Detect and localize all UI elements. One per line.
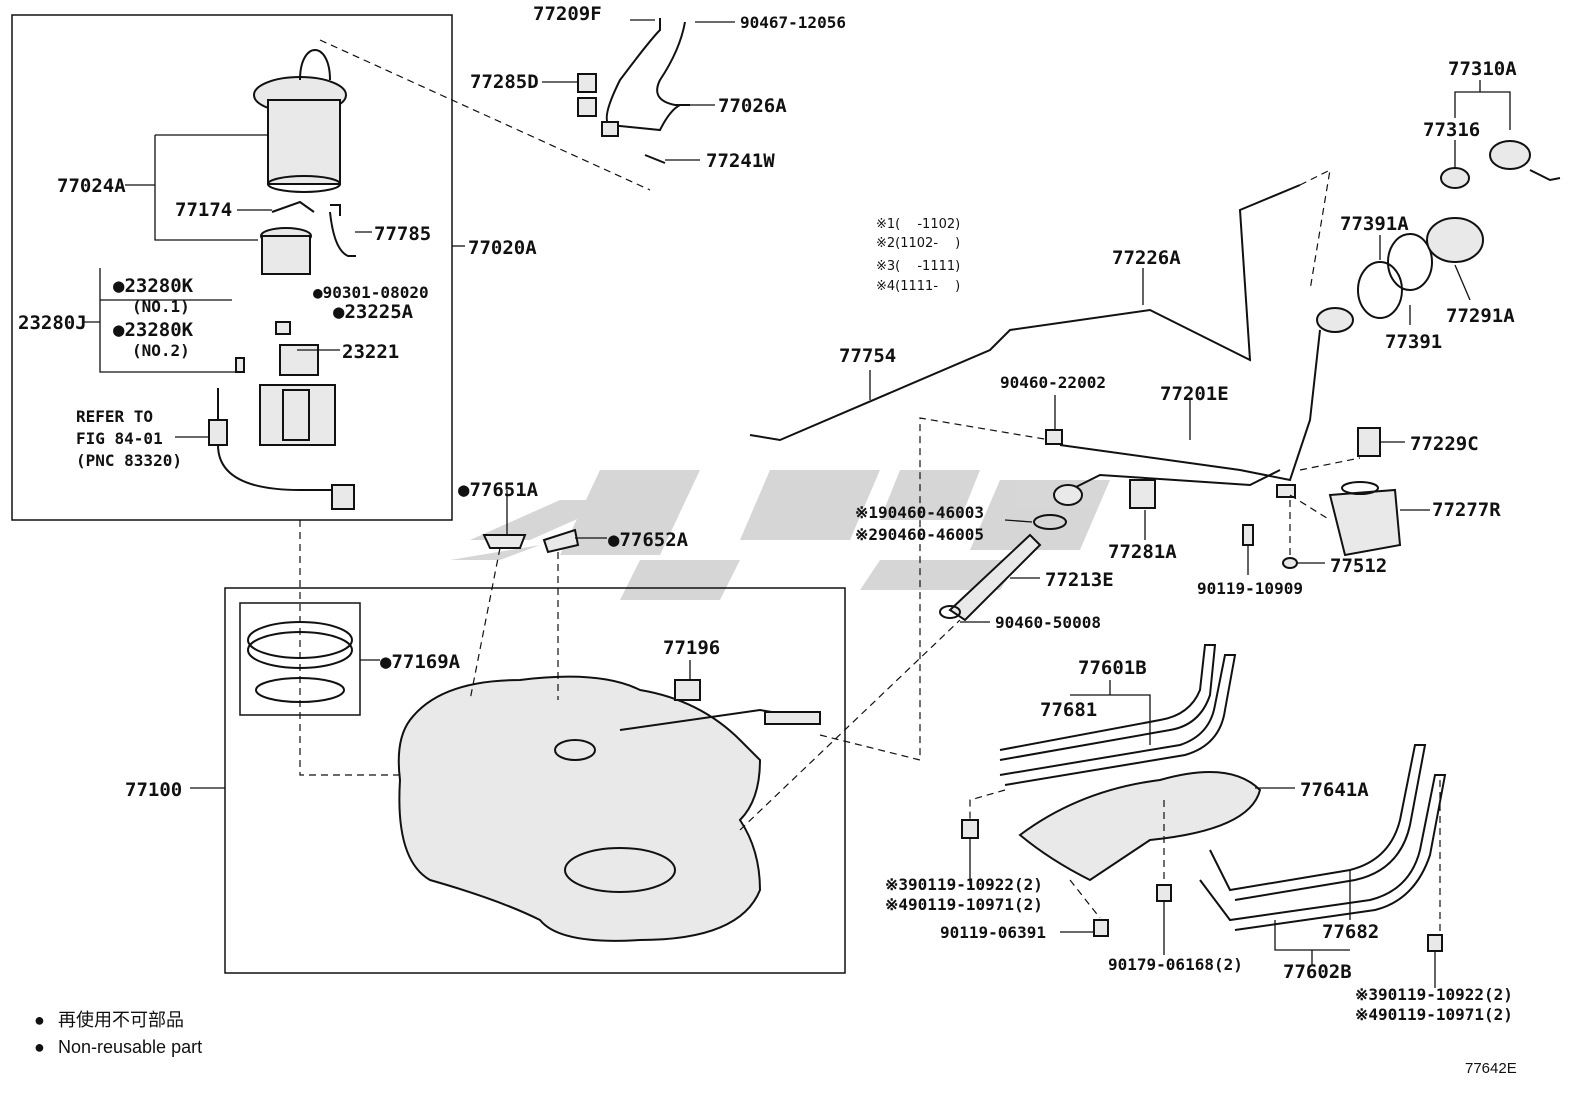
label-77100: 77100: [125, 779, 182, 801]
pump-retainer: [271, 200, 341, 216]
note-4: ※4(1111- ): [876, 279, 960, 294]
dash-pad1: [469, 547, 501, 701]
label-77602B: 77602B: [1283, 961, 1352, 983]
label-77785: 77785: [374, 223, 431, 245]
label-refer-line3: (PNC 83320): [76, 451, 182, 470]
filler-box-77277R: [1289, 481, 1430, 557]
filler-cap-group: [1357, 80, 1561, 325]
label-77512: 77512: [1330, 555, 1387, 577]
label-77291A: 77291A: [1446, 305, 1515, 327]
tank-pads: [482, 528, 580, 554]
label-77754: 77754: [839, 345, 896, 367]
label-90301-08020: ●90301-08020: [313, 283, 429, 302]
vent-tube-assembly: [577, 18, 690, 164]
bracket-77196: [674, 660, 701, 701]
label-77026A: 77026A: [718, 95, 787, 117]
fuel-pump-module: [253, 49, 347, 193]
label-77209F: 77209F: [533, 3, 602, 25]
label-90119-10922-a: ※390119-10922(2): [885, 875, 1043, 894]
date-notes: ※1( -1102) ※2(1102- ) ※3( -1111) ※4(1111…: [876, 217, 960, 294]
legend-bullet-1: ●: [34, 1010, 45, 1030]
clamp-90460-22002: [1045, 395, 1063, 445]
legend-item-en: Non-reusable part: [58, 1037, 202, 1057]
label-77681: 77681: [1040, 699, 1097, 721]
legend-bullet-2: ●: [34, 1037, 45, 1057]
label-77241W: 77241W: [706, 150, 775, 172]
tank-strap-77602B: [1199, 744, 1447, 931]
label-77651A: ●77651A: [458, 479, 539, 501]
sensor-wire: [208, 357, 355, 510]
label-refer-line2: FIG 84-01: [76, 429, 163, 448]
filler-pipe: [1053, 307, 1354, 506]
pump-assembly-frame: [11, 14, 453, 521]
label-90119-06391: 90119-06391: [940, 923, 1046, 942]
legend: ● 再使用不可部品 ● Non-reusable part: [34, 1010, 202, 1057]
label-refer-line1: REFER TO: [76, 407, 153, 426]
label-77174: 77174: [175, 199, 232, 221]
label-23225A: ●23225A: [333, 301, 414, 323]
label-23221: 23221: [342, 341, 399, 363]
breather-tube: [749, 168, 1331, 442]
tank-strap-77601B: [999, 644, 1237, 786]
label-90119-10971-b: ※490119-10971(2): [1355, 1005, 1513, 1024]
bracket-77601B: [1070, 680, 1151, 745]
label-77169A: ●77169A: [380, 651, 461, 673]
label-90460-22002: 90460-22002: [1000, 373, 1106, 392]
note-1: ※1( -1102): [876, 217, 960, 232]
label-77229C: 77229C: [1410, 433, 1479, 455]
label-77285D: 77285D: [470, 71, 539, 93]
label-90467-12056: 90467-12056: [740, 13, 846, 32]
label-77020A: 77020A: [468, 237, 537, 259]
label-77213E: 77213E: [1045, 569, 1114, 591]
label-77281A: 77281A: [1108, 541, 1177, 563]
fuel-tank: [397, 675, 821, 942]
dash-77020A: [319, 39, 651, 191]
bracket-77024A: [125, 134, 268, 241]
label-23280K-1: ●23280K: [113, 275, 194, 297]
label-77196: 77196: [663, 637, 720, 659]
lock-ring-frame: [239, 602, 361, 716]
dash-tank-hose: [739, 619, 961, 831]
legend-item-jp: 再使用不可部品: [58, 1010, 184, 1030]
label-77277R: 77277R: [1432, 499, 1501, 521]
label-90460-46005: ※290460-46005: [855, 525, 984, 544]
label-77601B: 77601B: [1078, 657, 1147, 679]
label-77310A: 77310A: [1448, 58, 1517, 80]
valve-77229C: [1299, 427, 1405, 471]
label-23280K-1-sub: (NO.1): [132, 297, 190, 316]
label-90119-10909: 90119-10909: [1197, 579, 1303, 598]
label-77641A: 77641A: [1300, 779, 1369, 801]
label-77391A: 77391A: [1340, 213, 1409, 235]
lock-ring: [247, 621, 353, 703]
watermark-logo: [450, 470, 1110, 600]
label-77226A: 77226A: [1112, 247, 1181, 269]
label-90119-10971-a: ※490119-10971(2): [885, 895, 1043, 914]
bracket-23280J: [82, 268, 235, 373]
bracket-77602B: [1274, 870, 1351, 965]
label-90460-46003: ※190460-46003: [855, 503, 984, 522]
label-23280K-2-sub: (NO.2): [132, 341, 190, 360]
note-2: ※2(1102- ): [876, 236, 960, 251]
note-3: ※3( -1111): [876, 259, 960, 274]
label-90179-06168: 90179-06168(2): [1108, 955, 1243, 974]
label-77682: 77682: [1322, 921, 1379, 943]
label-77201E: 77201E: [1160, 383, 1229, 405]
label-90119-10922-b: ※390119-10922(2): [1355, 985, 1513, 1004]
label-23280J: 23280J: [18, 312, 87, 334]
label-77316: 77316: [1423, 119, 1480, 141]
label-77652A: ●77652A: [608, 529, 689, 551]
label-77024A: 77024A: [57, 175, 126, 197]
tank-protector-77641A: [1018, 771, 1262, 882]
label-77391: 77391: [1385, 331, 1442, 353]
dash-tank-filler: [819, 417, 1051, 761]
fuel-tank-frame: [224, 587, 846, 974]
strap-bolts: [961, 780, 1443, 988]
filter-element: [259, 321, 336, 446]
label-23280K-2: ●23280K: [113, 319, 194, 341]
fuel-pump: [260, 211, 356, 275]
label-90460-50008: 90460-50008: [995, 613, 1101, 632]
figure-number: 77642E: [1465, 1060, 1517, 1077]
hose-clamp-parts: [939, 479, 1325, 623]
